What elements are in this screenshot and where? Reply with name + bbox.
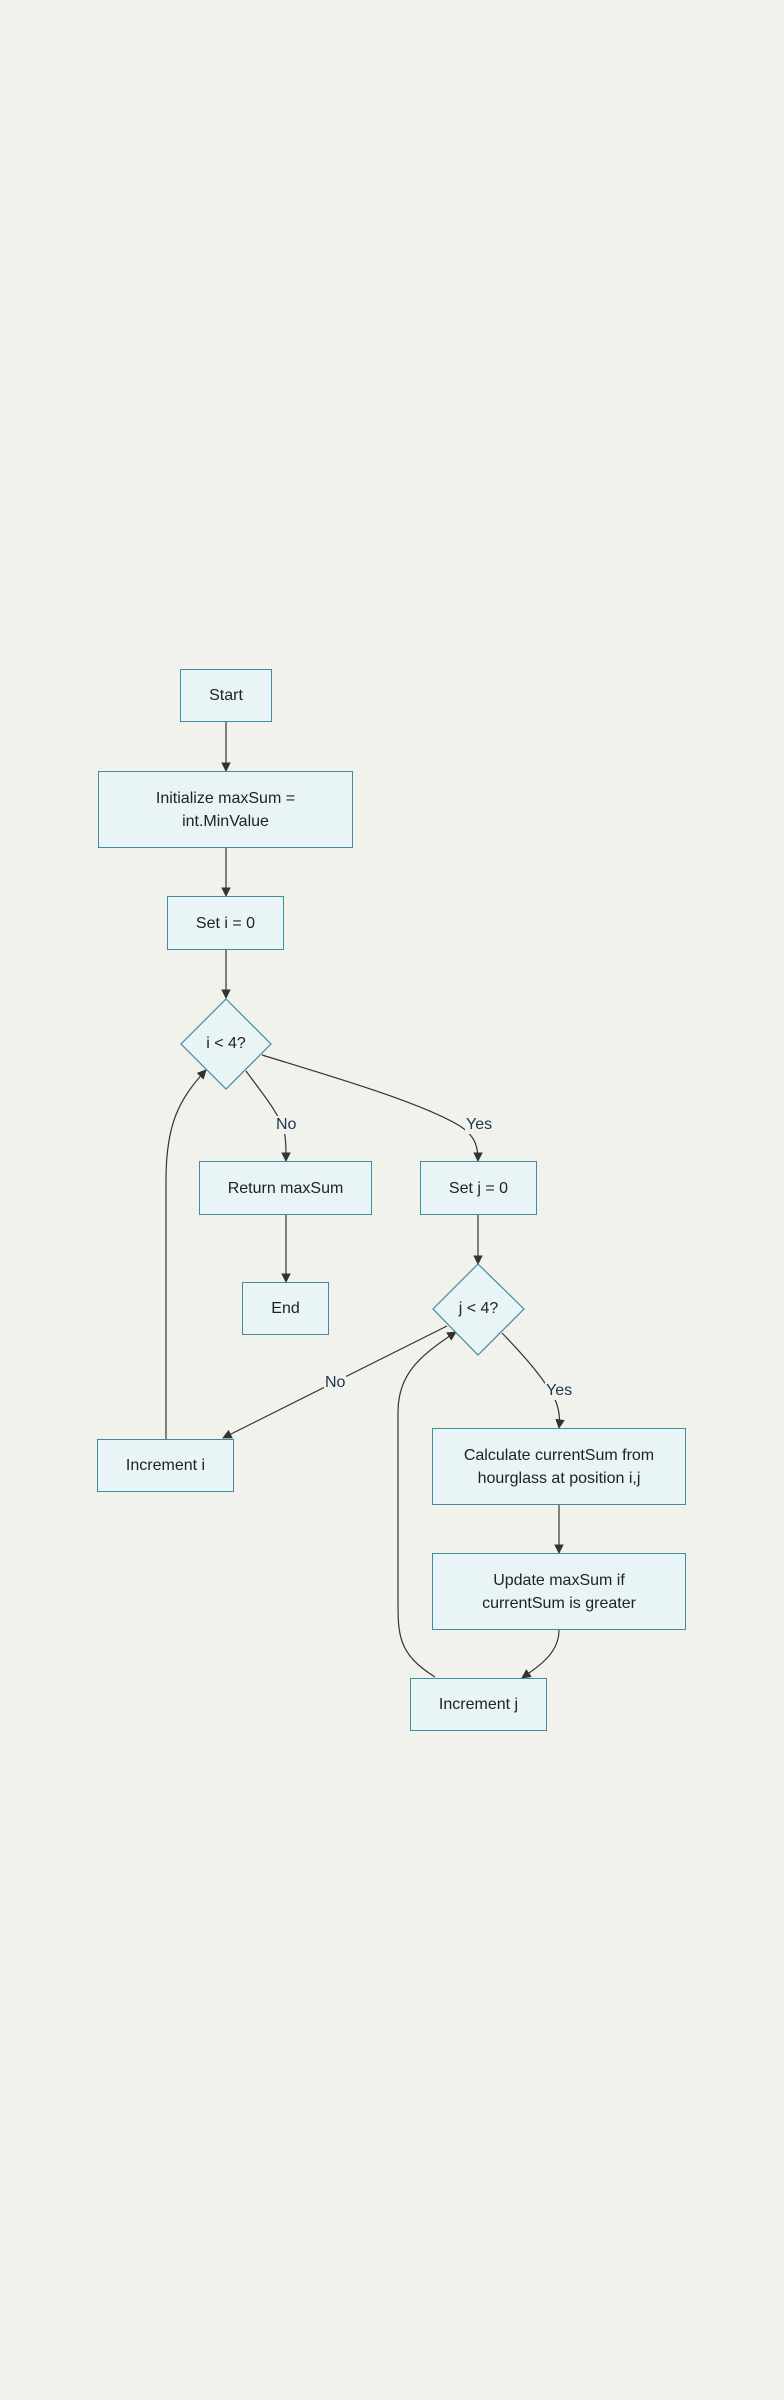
decision-j-label: j < 4? <box>458 1300 499 1317</box>
edge-label-j-yes: Yes <box>545 1382 574 1400</box>
initialize-maxsum-node: Initialize maxSum = int.MinValue <box>98 771 353 848</box>
return-maxsum-node: Return maxSum <box>199 1161 372 1215</box>
start-node: Start <box>180 669 272 722</box>
increment-i-node: Increment i <box>97 1439 234 1492</box>
edge-update-to-increment-j <box>521 1629 560 1679</box>
set-i-node: Set i = 0 <box>167 896 284 950</box>
edge-label-i-yes: Yes <box>465 1116 494 1134</box>
end-node: End <box>242 1282 329 1335</box>
edge-increment-j-to-check-j <box>397 1331 457 1678</box>
edge-increment-i-to-check-i <box>165 1069 207 1439</box>
edge-label-j-no: No <box>324 1374 347 1392</box>
edge-check-i-yes-to-set-j <box>261 1054 483 1162</box>
calculate-currentsum-node: Calculate currentSum from hourglass at p… <box>432 1428 686 1505</box>
update-maxsum-node: Update maxSum if currentSum is greater <box>432 1553 686 1630</box>
decision-j-shape <box>432 1263 525 1356</box>
increment-j-node: Increment j <box>410 1678 547 1731</box>
edge-check-j-yes-to-calc <box>501 1332 565 1429</box>
decision-i-label: i < 4? <box>206 1035 246 1052</box>
edge-label-i-no: No <box>275 1116 298 1134</box>
set-j-node: Set j = 0 <box>420 1161 537 1215</box>
decision-i-shape <box>180 998 272 1090</box>
